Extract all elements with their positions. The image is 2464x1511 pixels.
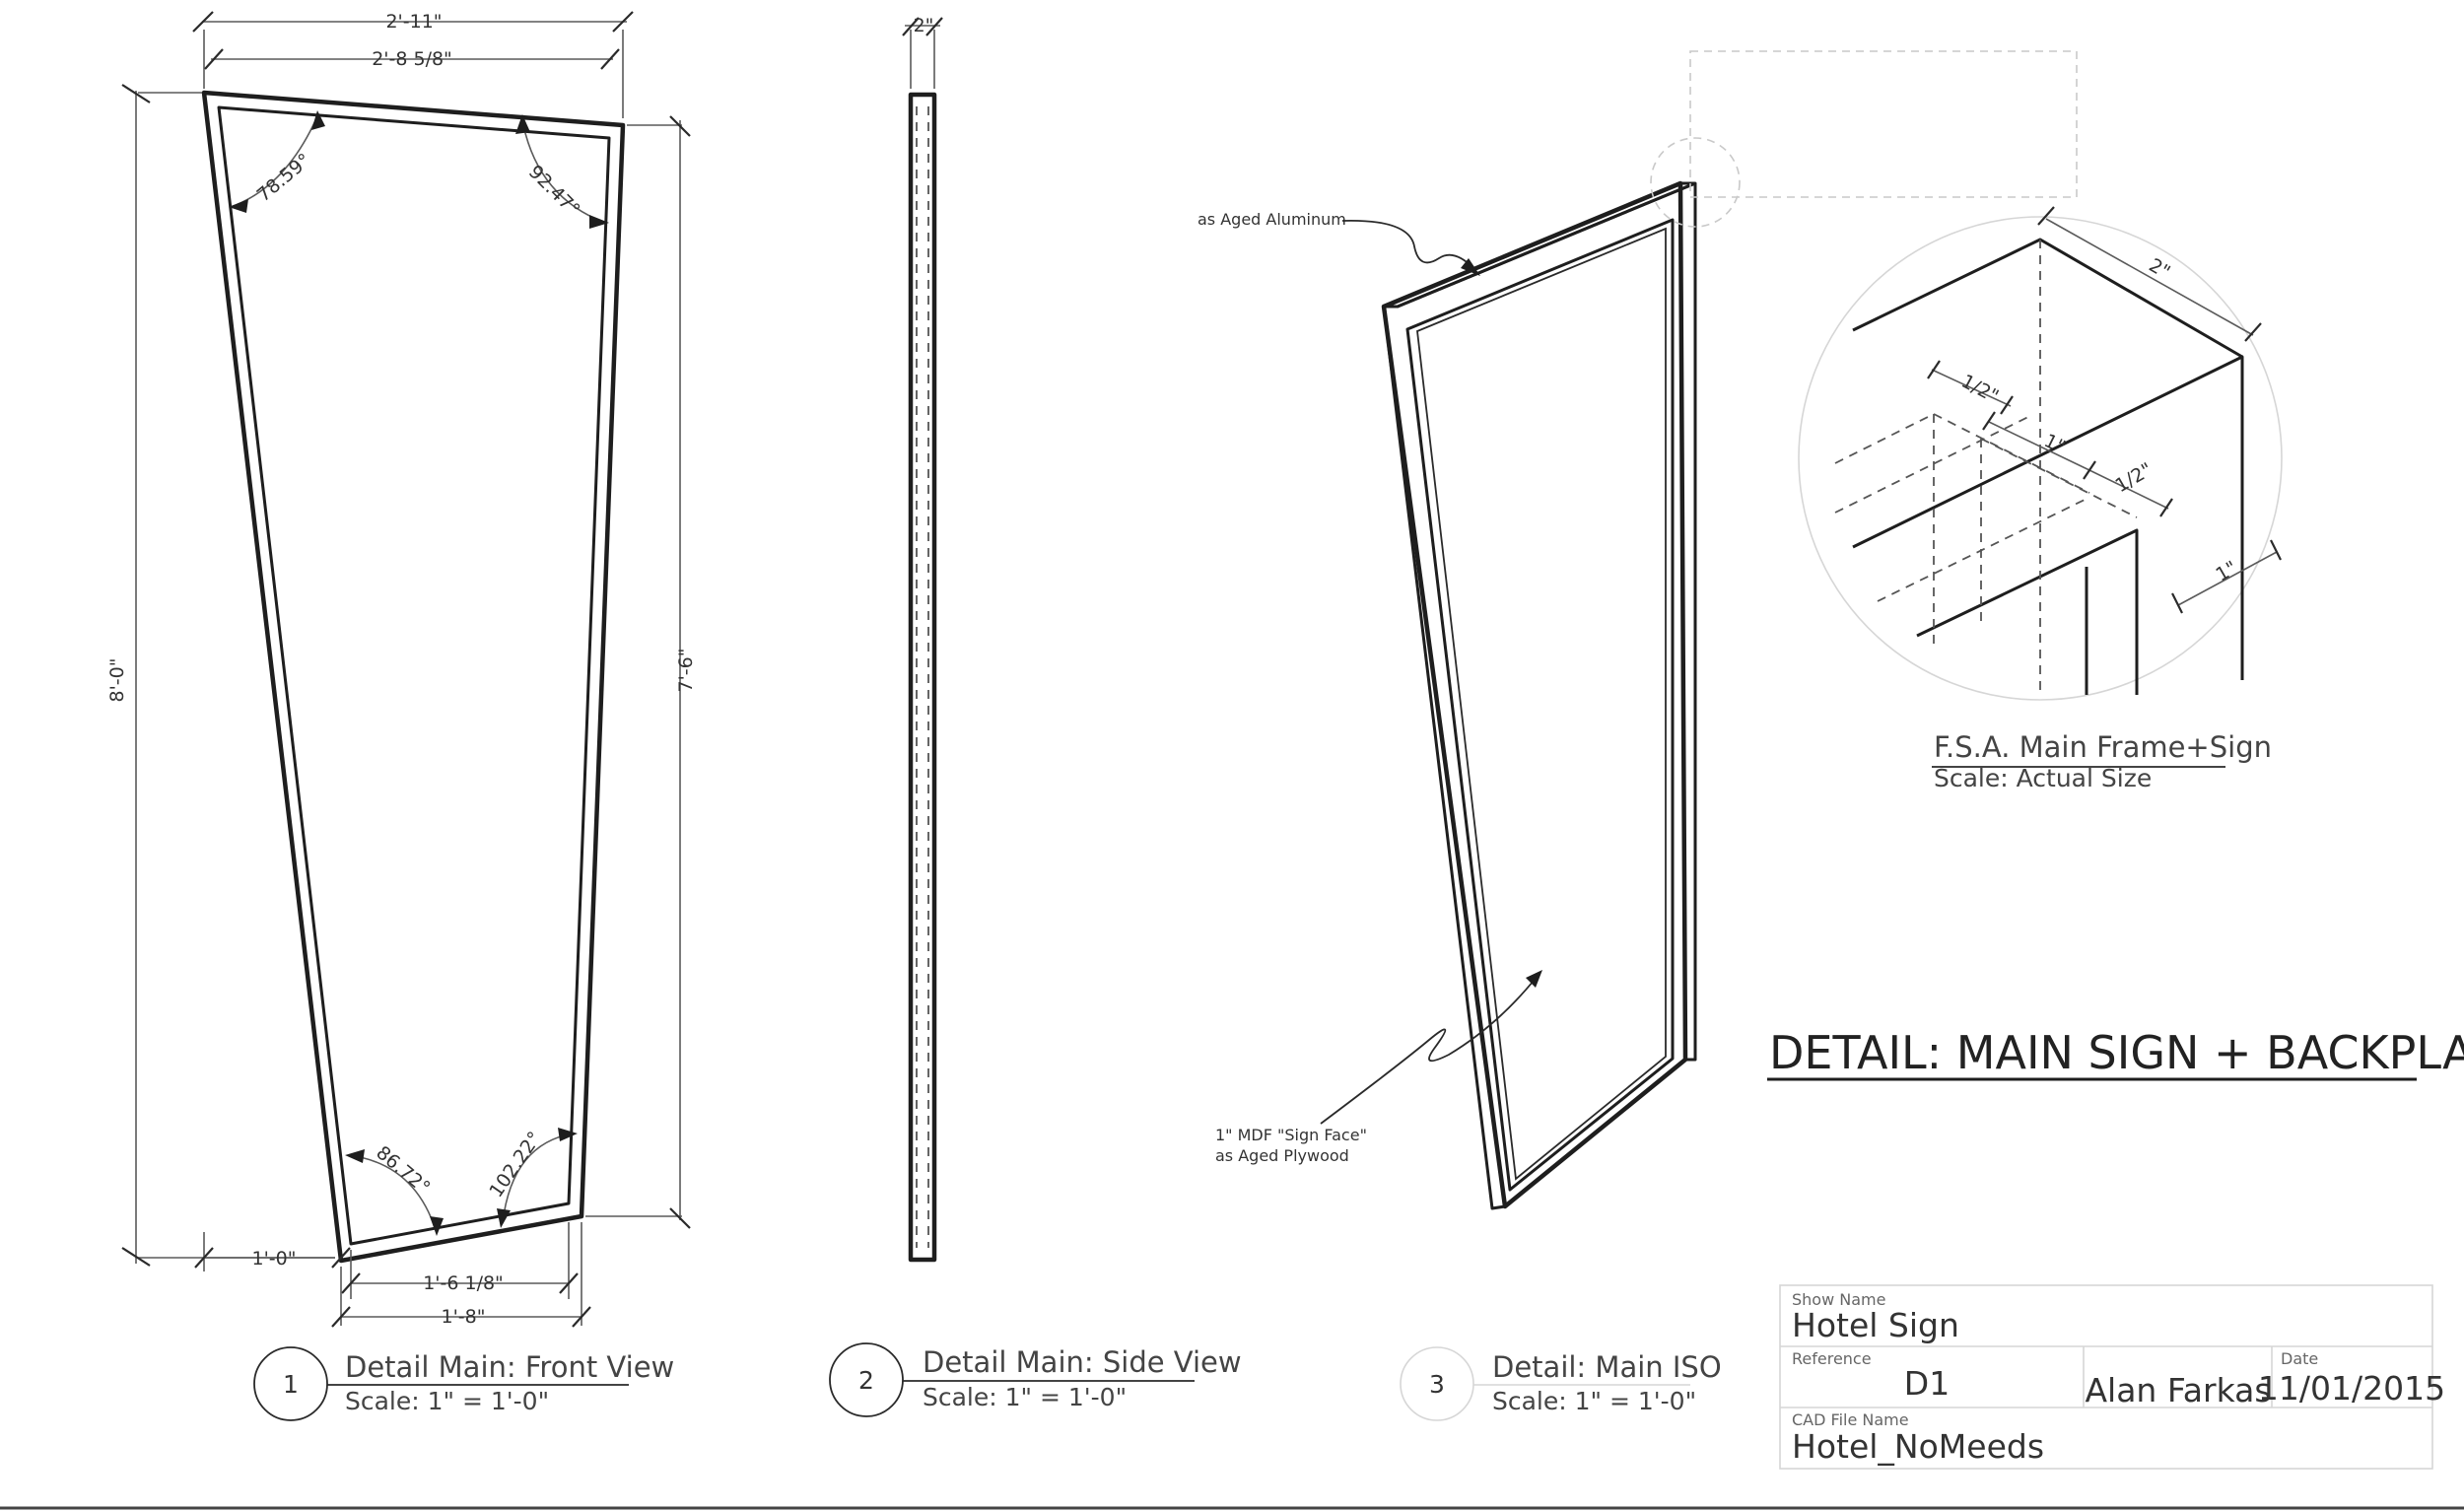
iso-frame-right-edge (1685, 183, 1697, 1062)
title-block-border (1779, 1284, 2433, 1470)
detail-reference-circle (1650, 137, 1741, 228)
detail-title: F.S.A. Main Frame+Sign (1934, 730, 2272, 764)
detail-dim-half-a: 1/2" (1927, 360, 2014, 415)
front-view: 2'-11" 2'-8 5/8" 8'-0" 7'-6" (106, 11, 697, 1328)
view-label-3-bubble (1400, 1346, 1474, 1421)
view-label-3-title: Detail: Main ISO (1492, 1350, 1722, 1384)
view-label-1-number: 1 (283, 1370, 299, 1399)
tb-show-name-label: Show Name (1792, 1290, 1885, 1309)
detail-dim-depth-text: 2" (2145, 254, 2173, 283)
tb-designer: Alan Farkas (2085, 1371, 2271, 1409)
callout-mdf: 1" MDF "Sign Face" as Aged Plywood (1215, 970, 1542, 1165)
callout-aluminum: as Aged Aluminum (1198, 210, 1480, 276)
detail-dim-half-b: 1/2" (2090, 458, 2173, 517)
detail-top-face-front (1852, 355, 2244, 680)
detail-dim-depth: 2" (2037, 206, 2262, 342)
angle-top-left-text: 78.59° (253, 149, 315, 206)
view-label-1-scale: Scale: 1" = 1'-0" (345, 1387, 549, 1415)
angle-top-right: 92.47° (515, 114, 609, 229)
dim-side-thickness: 2" (902, 15, 943, 89)
view-label-3: 3 Detail: Main ISO Scale: 1" = 1'-0" (1400, 1346, 1722, 1421)
detail-magnifier-circle (1798, 216, 2283, 701)
detail-dim-half-a-text: 1/2" (1957, 371, 2002, 408)
detail-dim-one-b: 1" (2171, 539, 2282, 614)
tb-show-name: Hotel Sign (1792, 1306, 1959, 1344)
view-label-2-scale: Scale: 1" = 1'-0" (923, 1383, 1127, 1411)
view-label-2-number: 2 (858, 1366, 874, 1395)
dim-left-height: 8'-0" (106, 84, 335, 1267)
tb-cad-file: Hotel_NoMeeds (1792, 1427, 2044, 1466)
side-frame-outer (908, 92, 937, 1263)
iso-view: as Aged Aluminum 1" MDF "Sign Face" as A… (1198, 180, 1697, 1210)
tb-date: 11/01/2015 (2258, 1369, 2445, 1408)
view-label-1-title: Detail Main: Front View (345, 1350, 674, 1384)
sheet-title: DETAIL: MAIN SIGN + BACKPLATE (1769, 1026, 2464, 1079)
tb-cad-label: CAD File Name (1792, 1410, 1909, 1429)
dim-top-overall-text: 2'-11" (385, 11, 442, 33)
iso-frame-bottom-edge (1382, 306, 1686, 1210)
dim-bottom-inner: 1'-6 1/8" (341, 1222, 579, 1299)
dim-bottom-offset: 1'-0" (194, 1232, 351, 1271)
iso-frame-inner (1405, 218, 1675, 1192)
detail-face-lip (1916, 528, 2139, 695)
corner-detail: 2" 1/2" 1" 1/2" 1" F.S.A. Main Frame+Sig… (1650, 50, 2283, 792)
detail-scale: Scale: Actual Size (1934, 764, 2152, 792)
dim-top-overall: 2'-11" (192, 11, 634, 118)
angle-top-left: 78.59° (229, 110, 325, 213)
angle-top-right-text: 92.47° (524, 161, 584, 221)
angle-bottom-left: 86.72° (345, 1141, 444, 1236)
view-label-3-number: 3 (1429, 1370, 1445, 1399)
callout-mdf-line2: as Aged Plywood (1215, 1146, 1349, 1165)
detail-dim-one-b-text: 1" (2212, 557, 2240, 585)
side-view: 2" (902, 15, 943, 1263)
angle-bottom-left-text: 86.72° (372, 1141, 434, 1199)
iso-frame-top-edge (1384, 181, 1697, 309)
dim-right-height: 7'-6" (585, 115, 697, 1229)
tb-reference-label: Reference (1792, 1349, 1872, 1368)
view-label-2: 2 Detail Main: Side View Scale: 1" = 1'-… (829, 1342, 1242, 1417)
tb-date-label: Date (2281, 1349, 2318, 1368)
dim-bottom-inner-text: 1'-6 1/8" (423, 1272, 504, 1294)
front-frame-inner (217, 105, 611, 1246)
tb-reference: D1 (1904, 1364, 1950, 1403)
dim-bottom-overall: 1'-8" (331, 1222, 591, 1328)
callout-mdf-line1: 1" MDF "Sign Face" (1215, 1126, 1367, 1144)
view-label-3-scale: Scale: 1" = 1'-0" (1492, 1387, 1696, 1415)
iso-frame-inner-2 (1416, 227, 1667, 1181)
detail-hidden-lines (1834, 240, 2138, 695)
dim-top-inner: 2'-8 5/8" (204, 48, 620, 70)
view-label-2-bubble (829, 1342, 904, 1417)
angle-bottom-right-text: 102.22° (485, 1128, 546, 1202)
dim-left-height-text: 8'-0" (106, 658, 128, 703)
angle-bottom-right: 102.22° (485, 1128, 578, 1228)
view-label-1-bubble (253, 1346, 328, 1421)
front-frame-outer (201, 90, 626, 1264)
callout-aluminum-text: as Aged Aluminum (1198, 210, 1346, 229)
dim-side-thickness-text: 2" (914, 15, 934, 36)
view-label-2-title: Detail Main: Side View (923, 1345, 1242, 1379)
dim-top-inner-text: 2'-8 5/8" (372, 48, 452, 70)
title-block: Show Name Hotel Sign Reference D1 Alan F… (1779, 1284, 2445, 1470)
detail-top-face-back (1852, 238, 2243, 359)
dim-bottom-overall-text: 1'-8" (442, 1306, 486, 1328)
detail-reference-box (1689, 50, 2078, 198)
dim-right-height-text: 7'-6" (675, 649, 697, 693)
dim-bottom-offset-text: 1'-0" (252, 1248, 297, 1270)
view-label-1: 1 Detail Main: Front View Scale: 1" = 1'… (253, 1346, 674, 1421)
